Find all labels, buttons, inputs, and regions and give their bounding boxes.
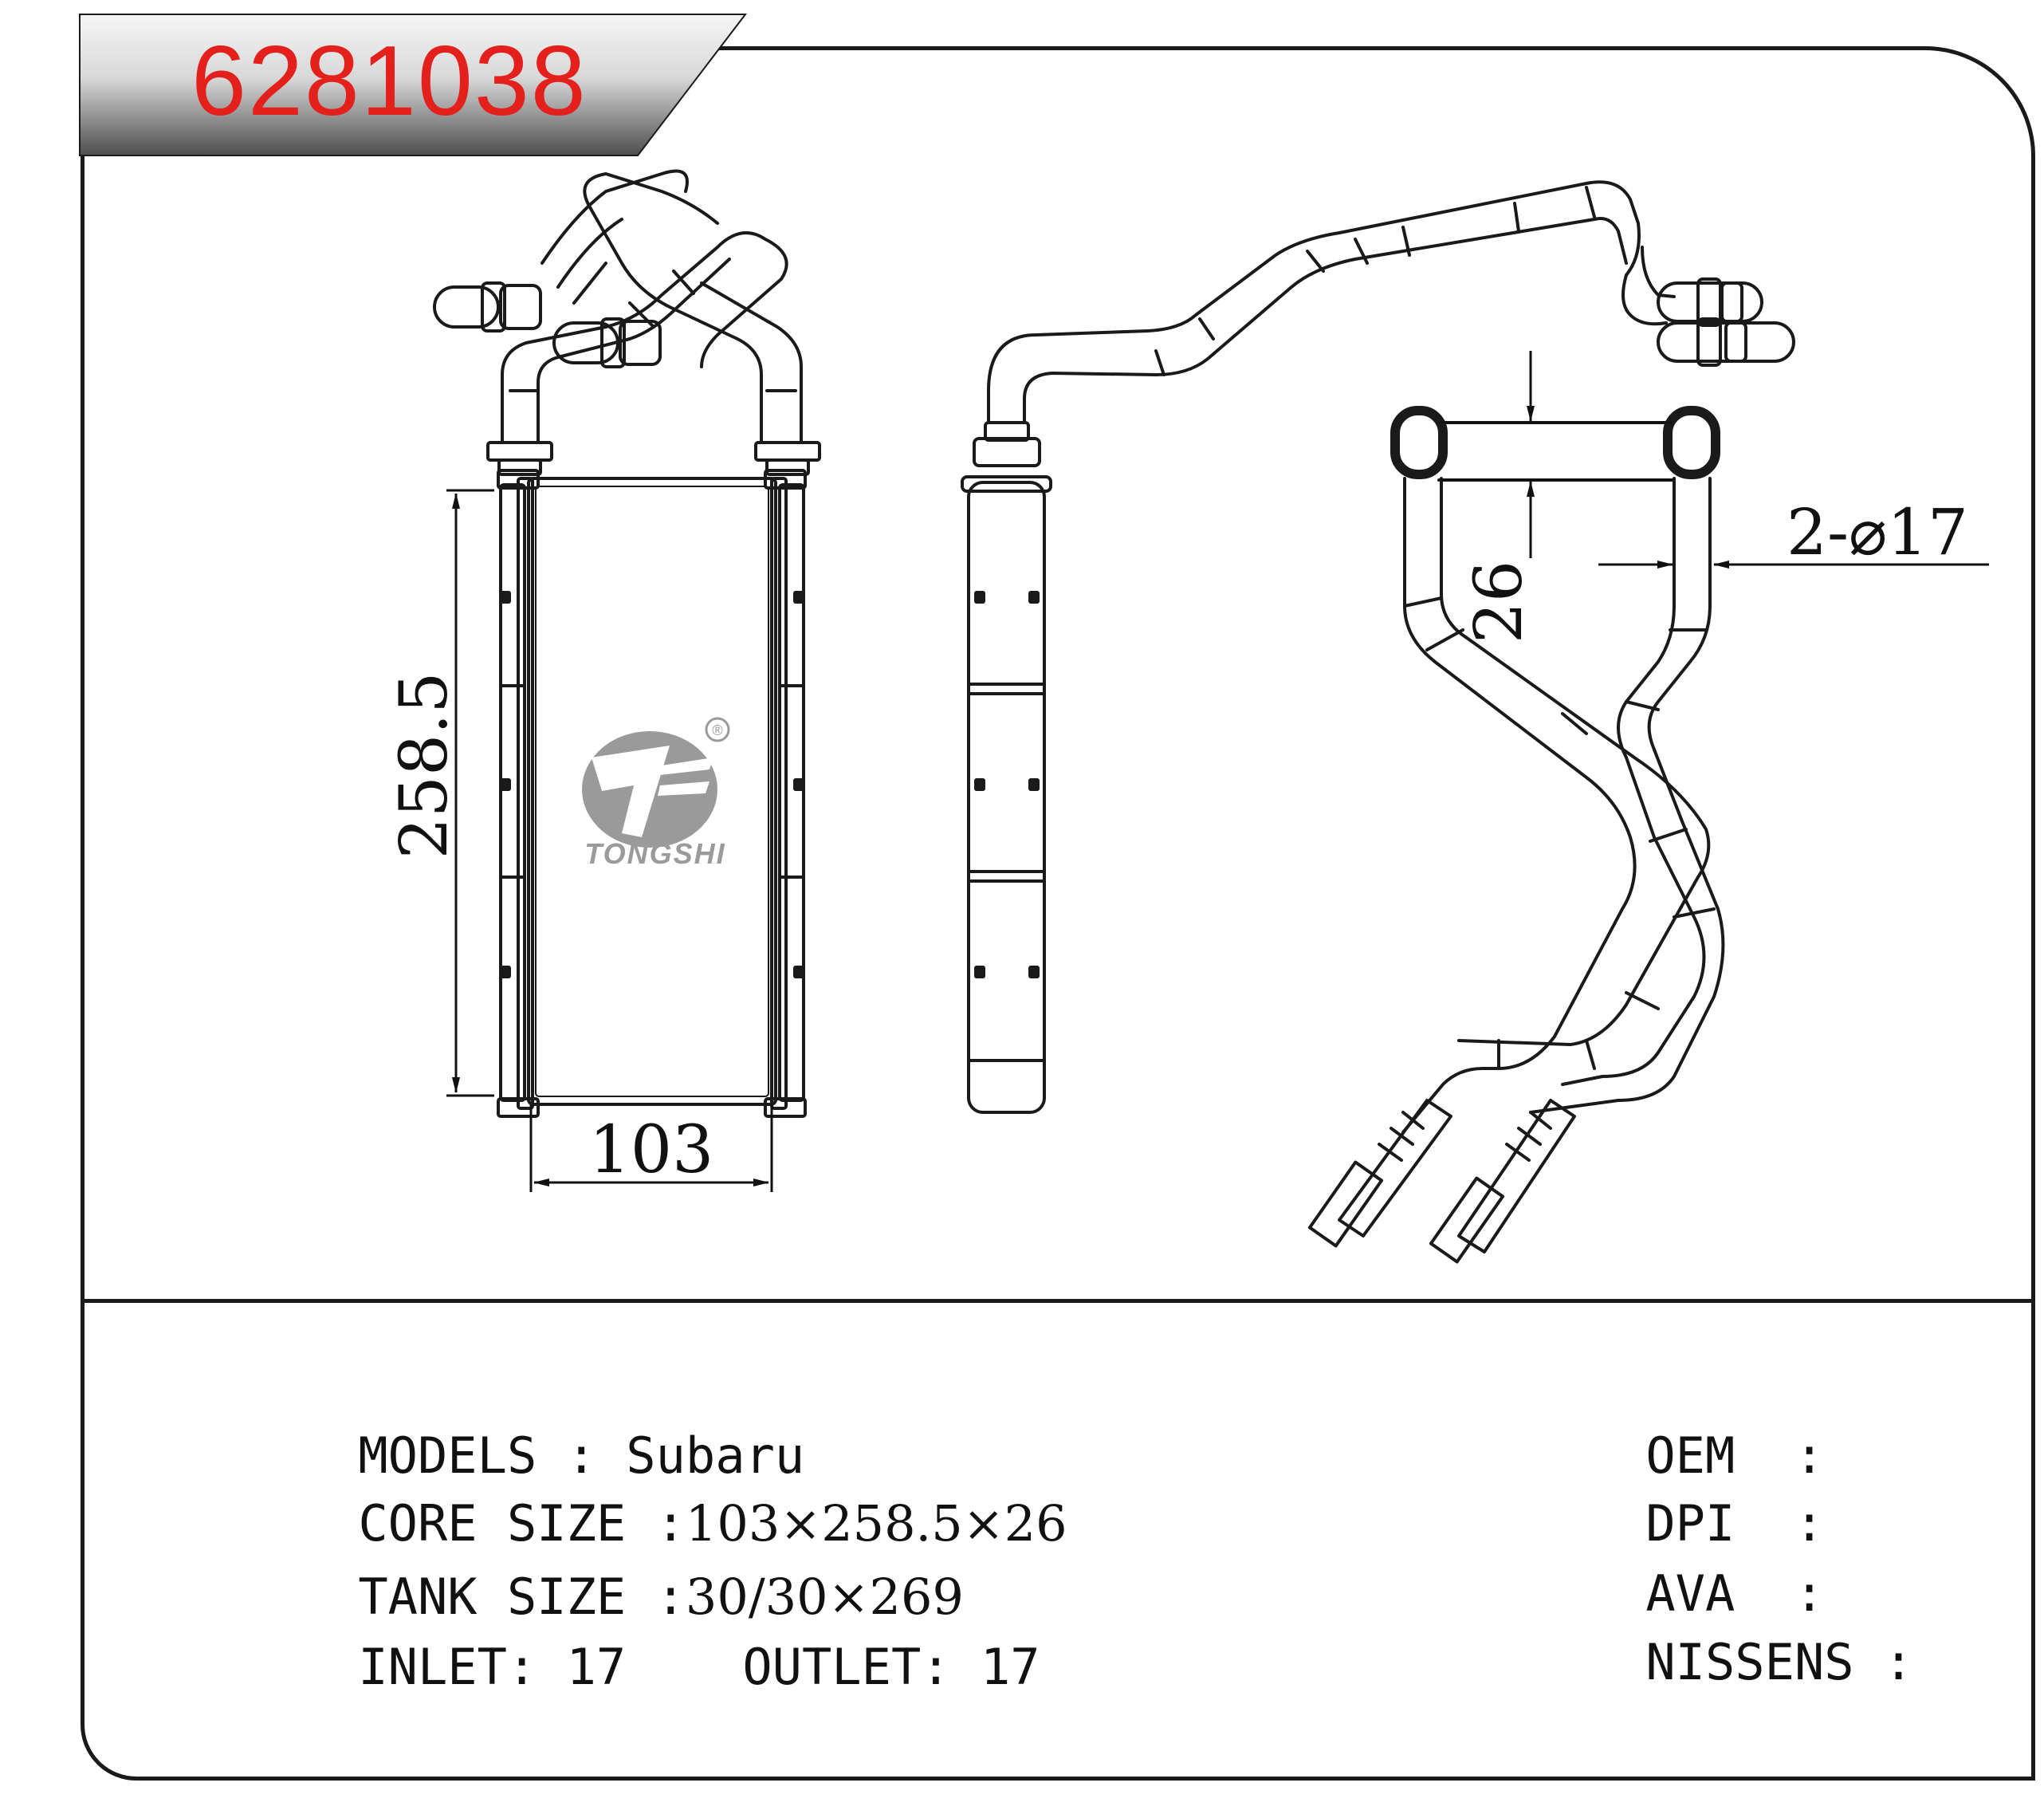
front-view — [433, 169, 821, 1118]
part-number: 6281038 — [191, 26, 588, 136]
pipe-diameter-label: 2-⌀17 — [1787, 495, 1968, 569]
tank-size-value: 30/30×269 — [685, 1568, 964, 1626]
models-label: MODELS : — [358, 1426, 627, 1485]
side-tank-rivets — [974, 591, 1040, 978]
part-number-tab — [79, 14, 748, 156]
nissens-label: NISSENS : — [1645, 1633, 1914, 1691]
core-size-value: 103×258.5×26 — [685, 1494, 1067, 1552]
front-tank-rivets — [500, 591, 804, 978]
logo-text: TONGSHI — [584, 837, 725, 870]
thickness-dimension — [1439, 351, 1673, 558]
core-size-label: CORE SIZE : — [358, 1494, 686, 1552]
inlet-label: INLET: — [358, 1638, 567, 1696]
tank-size-row: TANK SIZE :30/30×269 — [239, 1523, 964, 1671]
oem-label: OEM : — [1645, 1426, 1825, 1485]
outlet-value: 17 — [980, 1638, 1040, 1696]
dpi-label: DPI : — [1645, 1494, 1825, 1552]
registered-mark: ® — [712, 722, 722, 738]
models-value: Subaru — [626, 1426, 805, 1485]
height-dimension-label: 258.5 — [387, 672, 462, 860]
oem-row: OEM : — [1527, 1382, 1824, 1530]
inlet-value: 17 — [566, 1638, 627, 1696]
tank-size-label: TANK SIZE : — [358, 1568, 686, 1626]
thickness-dimension-label: 26 — [1461, 561, 1537, 643]
width-dimension — [529, 1104, 773, 1192]
ava-label: AVA : — [1645, 1564, 1825, 1623]
core-size-row: CORE SIZE :103×258.5×26 — [239, 1450, 1067, 1598]
dpi-row: DPI : — [1527, 1450, 1824, 1598]
models-row: MODELS : Subaru — [239, 1382, 804, 1530]
ava-row: AVA : — [1527, 1520, 1824, 1668]
height-dimension — [446, 489, 494, 1097]
tongshi-logo: ® TONGSHI — [582, 717, 730, 870]
section-divider — [81, 1299, 2035, 1303]
outlet-row: OUTLET: 17 — [623, 1593, 1040, 1741]
inlet-row: INLET: 17 — [239, 1593, 626, 1741]
outer-frame — [81, 46, 2035, 1781]
width-dimension-label: 103 — [589, 1112, 714, 1188]
outlet-label: OUTLET: — [742, 1638, 981, 1696]
technical-drawing: ® TONGSHI 258.5 103 — [387, 169, 1989, 1264]
nissens-row: NISSENS : — [1527, 1588, 1913, 1737]
side-view — [961, 180, 1795, 1114]
top-view — [1307, 406, 1725, 1264]
